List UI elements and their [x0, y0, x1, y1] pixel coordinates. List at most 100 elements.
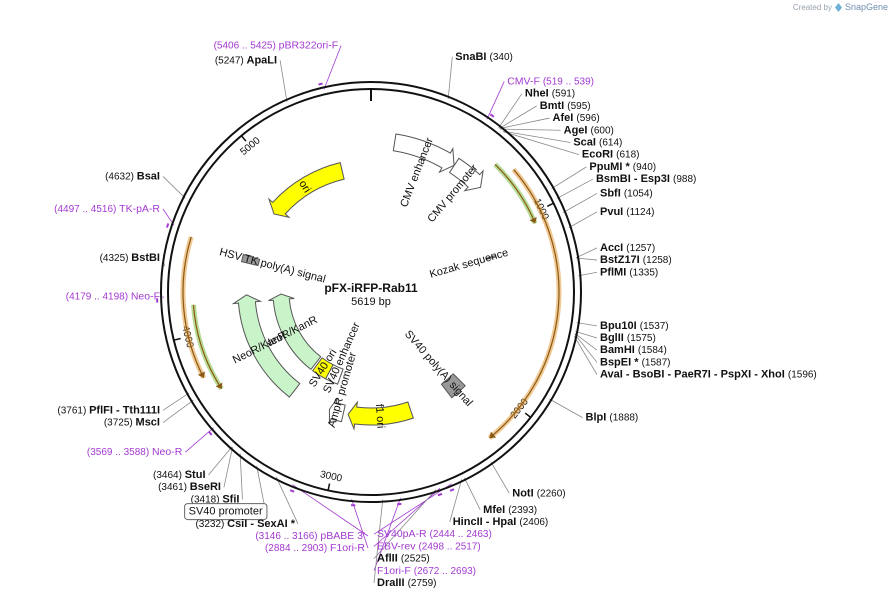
- tick-label-5000: 5000: [238, 135, 262, 158]
- site-ecori-6-pos: (618): [616, 150, 639, 161]
- site-csii-sexai-25-name: CsiI - SexAI *: [227, 518, 296, 530]
- site-scai-5-leader: [502, 130, 571, 143]
- site-sbfi-9-leader: [563, 193, 598, 213]
- orf-line-3: [182, 236, 205, 379]
- box-sv40-promoter-0-label: SV40 promoter: [189, 506, 263, 518]
- feature-ampr-promoter-5: [328, 397, 346, 424]
- tick-mark-3000: [327, 483, 331, 491]
- box-sv40-promoter-0-name: SV40 promoter: [189, 506, 263, 518]
- site-bglii-15-name: BglII: [600, 332, 627, 344]
- site-bmti-2-label: BmtI (595): [540, 100, 591, 112]
- site-bseri-27-pos: (3461): [158, 482, 190, 493]
- site-blpi-19-leader: [549, 398, 583, 418]
- site-apali-33-pos: (5247): [215, 55, 247, 66]
- site-pflfi-tth111i-30-leader: [162, 392, 190, 411]
- primer-pbabe-3-5-label: (3146 .. 3166) pBABE 3': [255, 530, 365, 542]
- site-msci-29-leader: [162, 399, 194, 423]
- site-scai-5-label: ScaI (614): [573, 136, 622, 148]
- primer-neo-f-3-label: (4179 .. 4198) Neo-F: [66, 290, 160, 302]
- primer-tk-pa-r-2-range: (4497 .. 4516): [54, 204, 119, 215]
- site-bspei-17-name: BspEI *: [600, 356, 642, 368]
- site-stui-28-leader: [208, 446, 233, 476]
- orf-line-1: [489, 169, 560, 439]
- site-sbfi-9-pos: (1054): [624, 188, 653, 199]
- site-scai-5-pos: (614): [599, 137, 622, 148]
- site-avai-bsobi-paer7i-pspxi-xhoi-18-pos: (1596): [788, 370, 817, 381]
- primer-neo-f-3-range: (4179 .. 4198): [66, 291, 131, 302]
- site-bsmbi-esp3i-8-label: BsmBI - Esp3I (988): [596, 173, 696, 185]
- site-avai-bsobi-paer7i-pspxi-xhoi-18-name: AvaI - BsoBI - PaeR7I - PspXI - XhoI: [600, 369, 788, 381]
- feature-f1-ori-4: [347, 400, 414, 431]
- primer-f1ori-r-6-range: (2884 .. 2903): [265, 543, 330, 554]
- site-draiii-24-label: DraIII (2759): [377, 577, 436, 589]
- orf-line-2: [192, 304, 223, 390]
- primer-cmv-f-1-range: (519 .. 539): [543, 76, 594, 87]
- orf-arrowhead-2: [215, 382, 223, 389]
- feature-ori-11: [267, 162, 345, 219]
- site-pflfi-tth111i-30-pos: (3761): [57, 405, 89, 416]
- site-bstbi-31-name: BstBI: [131, 252, 160, 264]
- orf-band-1: [487, 167, 562, 440]
- primer-pbabe-3-5-range: (3146 .. 3166): [255, 531, 320, 542]
- site-snabi-0-pos: (340): [490, 52, 513, 63]
- primer-f1ori-f-7-mark: [397, 502, 402, 506]
- site-mfei-21-pos: (2393): [508, 505, 537, 516]
- site-csii-sexai-25-label: (3232) CsiI - SexAI *: [195, 518, 295, 530]
- primer-pbabe-3-5-name: pBABE 3': [320, 530, 365, 542]
- primer-ebv-rev-8-range: (2498 .. 2517): [418, 541, 480, 552]
- site-bstbi-31-pos: (4325): [100, 253, 132, 264]
- site-bstz17i-12-leader: [576, 257, 598, 261]
- feature-kozak-sequence-2: [485, 255, 496, 261]
- site-sbfi-9-name: SbfI: [600, 187, 624, 199]
- site-afei-3-pos: (596): [576, 113, 599, 124]
- primer-f1ori-r-6-label: (2884 .. 2903) F1ori-R: [265, 542, 365, 554]
- feature-sv40-poly-a-signal-3: [440, 373, 466, 399]
- site-agei-4-name: AgeI: [564, 124, 591, 136]
- site-hincii-hpai-22-pos: (2406): [519, 517, 548, 528]
- primer-cmv-f-1-label: CMV-F (519 .. 539): [507, 75, 594, 87]
- site-afei-3-name: AfeI: [553, 112, 577, 124]
- orf-line-0: [494, 163, 536, 224]
- site-nhei-1-label: NheI (591): [525, 88, 575, 100]
- site-bamhi-16-pos: (1584): [638, 345, 667, 356]
- site-pflfi-tth111i-30-label: (3761) PflFI - Tth111I: [57, 404, 160, 416]
- site-mfei-21-label: MfeI (2393): [483, 504, 537, 516]
- feature-cmv-promoter-1: [448, 157, 484, 192]
- snapgene-credit: Created by SnapGene: [793, 2, 888, 12]
- site-hincii-hpai-22-label: HincII - HpaI (2406): [453, 516, 549, 528]
- site-snabi-0-name: SnaBI: [455, 51, 489, 63]
- site-noti-20-label: NotI (2260): [512, 487, 565, 499]
- site-bspei-17-label: BspEI * (1587): [600, 356, 670, 368]
- orf-band-2: [190, 304, 224, 391]
- primer-ebv-rev-8-mark: [437, 492, 443, 497]
- site-apali-33-label: (5247) ApaLI: [215, 54, 277, 66]
- tick-mark-2000: [524, 412, 532, 418]
- site-draiii-24-pos: (2759): [408, 578, 437, 589]
- site-sfii-26-name: SfiI: [222, 493, 239, 505]
- site-pvui-10-name: PvuI: [600, 206, 626, 218]
- site-stui-28-label: (3464) StuI: [153, 469, 205, 481]
- site-msci-29-label: (3725) MscI: [104, 417, 160, 429]
- tick-label-3000: 3000: [319, 469, 343, 485]
- primer-f1ori-f-7-leader: [373, 497, 401, 571]
- primer-cmv-f-1-name: CMV-F: [507, 75, 543, 87]
- site-ppumi-7-leader: [551, 166, 587, 190]
- site-bpu10i-14-name: Bpu10I: [600, 320, 640, 332]
- site-noti-20-pos: (2260): [537, 488, 566, 499]
- site-agei-4-label: AgeI (600): [564, 124, 614, 136]
- primer-cmv-f-1-leader: [486, 81, 505, 120]
- site-labels: SnaBI (340)CMV-F (519 .. 539)NheI (591)B…: [54, 39, 817, 589]
- site-bpu10i-14-leader: [576, 322, 598, 327]
- leader-lines: [156, 45, 598, 584]
- primer-pbr322ori-f-0-label: (5406 .. 5425) pBR322ori-F: [214, 39, 339, 51]
- site-bsmbi-esp3i-8-name: BsmBI - Esp3I: [596, 173, 673, 185]
- primer-neo-f-3-name: Neo-F: [131, 290, 160, 302]
- site-bglii-15-leader: [575, 330, 598, 339]
- primer-cmv-f-1-mark: [489, 113, 495, 118]
- site-pvui-10-label: PvuI (1124): [600, 206, 654, 218]
- primer-pbr322ori-f-0-mark: [318, 82, 323, 86]
- primer-pbr322ori-f-0-leader: [323, 45, 342, 90]
- primer-sv40pa-r-9-mark: [449, 488, 455, 492]
